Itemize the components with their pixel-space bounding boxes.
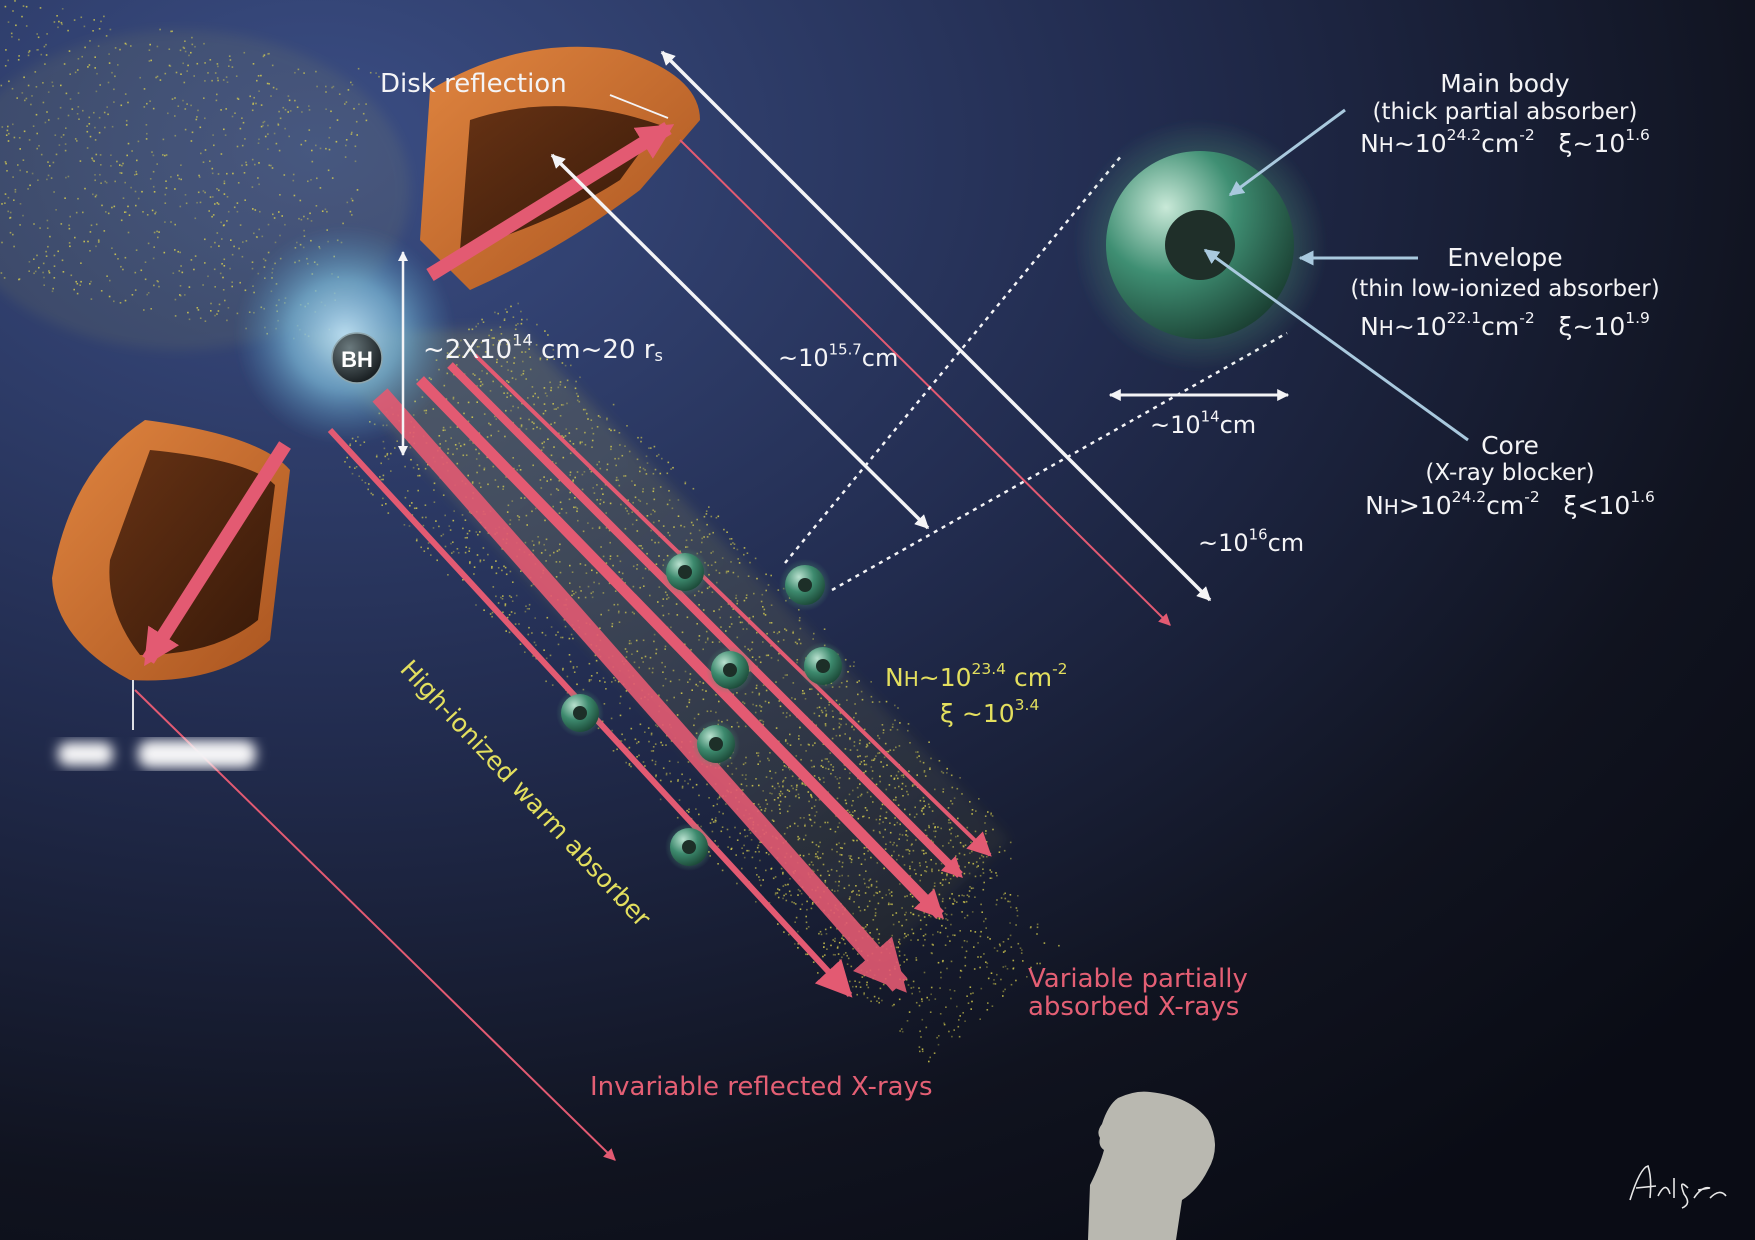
cloud	[692, 720, 740, 768]
distance-10-16-label: ~1016cm	[1198, 525, 1305, 557]
cloud	[665, 823, 713, 871]
arrow-10-16	[660, 50, 1212, 602]
invariable-caption: Invariable reflected X-rays	[590, 1072, 933, 1102]
bh-size-label: ~2X1014 cm~20 rs	[423, 330, 663, 366]
cloud	[779, 559, 831, 611]
cloud	[661, 548, 709, 596]
blurred-patch	[58, 740, 256, 768]
distance-10-15-7-label: ~1015.7cm	[778, 340, 899, 372]
signature	[1629, 1165, 1727, 1209]
core-title: Core	[1481, 431, 1539, 460]
envelope-subtitle: (thin low-ionized absorber)	[1350, 276, 1660, 302]
bh-label: BH	[341, 347, 373, 372]
cloud	[706, 646, 754, 694]
black-hole	[331, 332, 383, 384]
cloud	[556, 689, 604, 737]
disk-reflection-label: Disk reflection	[380, 69, 567, 99]
cloud-size-label: ~1014cm	[1150, 407, 1257, 439]
core-params: NH>1024.2cm-2 ξ<101.6	[1365, 487, 1655, 520]
warm-absorber-nh: NH~1023.4 cm-2	[885, 659, 1068, 692]
variable-caption-line1: Variable partially	[1028, 964, 1248, 994]
warm-absorber-xi: ξ ~103.4	[940, 695, 1040, 728]
main-body-params: NH~1024.2cm-2 ξ~101.6	[1360, 125, 1650, 158]
main-body-title: Main body	[1440, 69, 1570, 98]
observer-icon	[1088, 1091, 1215, 1240]
cloud	[799, 642, 847, 690]
zoom-lines	[784, 154, 1288, 592]
envelope-params: NH~1022.1cm-2 ξ~101.9	[1360, 308, 1650, 341]
main-body-subtitle: (thick partial absorber)	[1372, 99, 1638, 125]
cloud-detail	[1074, 119, 1326, 371]
disk-reflection-beams	[142, 122, 675, 667]
accretion-disk-lower	[52, 420, 290, 681]
envelope-title: Envelope	[1447, 243, 1563, 272]
core-subtitle: (X-ray blocker)	[1425, 460, 1595, 486]
corona-glow	[235, 225, 455, 445]
variable-caption-line2: absorbed X-rays	[1028, 992, 1240, 1022]
cloud-label-arrows	[1203, 108, 1469, 442]
